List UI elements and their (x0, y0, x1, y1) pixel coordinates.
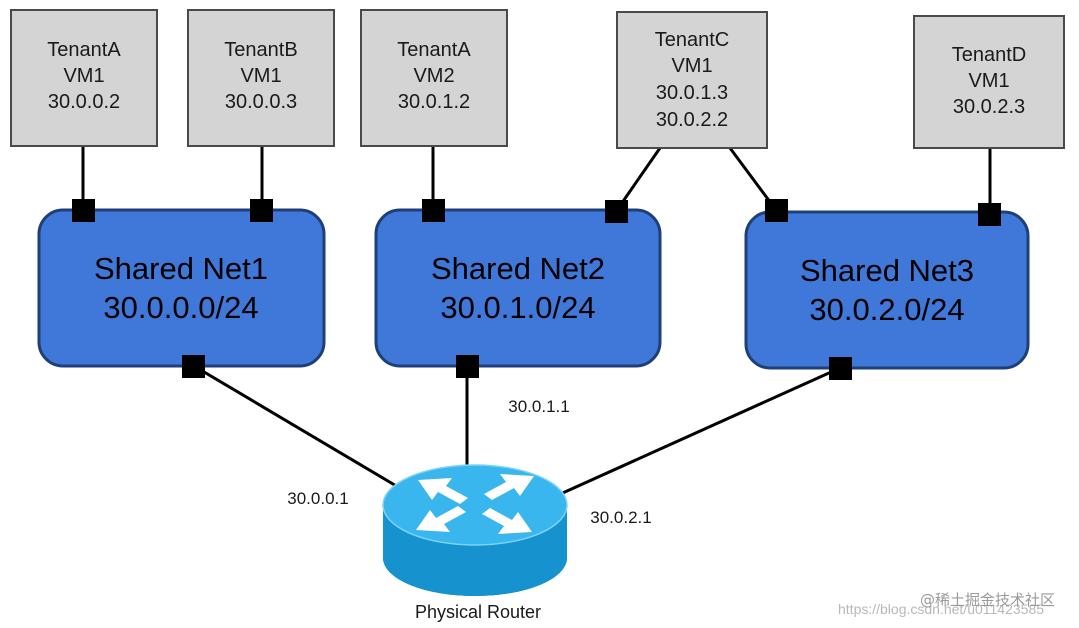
network-shared-net1: Shared Net1 30.0.0.0/24 (37, 208, 326, 368)
port-net1-vm-b1 (250, 199, 273, 222)
vm-boxes: TenantA VM1 30.0.0.2 TenantB VM1 30.0.0.… (10, 9, 1065, 149)
vm-label-line: TenantB (224, 39, 297, 61)
vm-box-tenanta-vm1: TenantA VM1 30.0.0.2 (10, 9, 158, 147)
port-net1-router (182, 355, 205, 378)
vm-box-tenantb-vm1: TenantB VM1 30.0.0.3 (187, 9, 335, 147)
port-net1-vm-a1 (72, 199, 95, 222)
router-interface-ip-net1: 30.0.0.1 (287, 489, 348, 508)
vm-ip-label: 30.0.1.3 (656, 82, 728, 104)
vm-ip-label: 30.0.0.2 (48, 91, 120, 113)
vm-label-line: VM1 (240, 65, 281, 87)
router-arrows-icon (416, 474, 534, 534)
network-cidr: 30.0.1.0/24 (440, 290, 595, 325)
vm-ip-label: 30.0.1.2 (398, 91, 470, 113)
link-net3-router (555, 366, 841, 498)
router-interface-ip-net3: 30.0.2.1 (590, 508, 651, 527)
network-shared-net2: Shared Net2 30.0.1.0/24 (374, 208, 662, 368)
port-net3-vm-d1 (978, 203, 1001, 226)
vm-box-tenanta-vm2: TenantA VM2 30.0.1.2 (360, 9, 508, 147)
port-net2-vm-c1 (605, 200, 628, 223)
vm-label-line: VM1 (968, 70, 1009, 92)
vm-label-line: VM2 (413, 65, 454, 87)
link-vm-tenantc-vm1-net2 (615, 147, 662, 211)
shared-networks: Shared Net1 30.0.0.0/24 Shared Net2 30.0… (37, 208, 1030, 370)
vm-label-line: VM1 (671, 55, 712, 77)
network-cidr: 30.0.0.0/24 (103, 290, 258, 325)
vm-box-tenantd-vm1: TenantD VM1 30.0.2.3 (913, 15, 1065, 149)
router-interface-ip-net2: 30.0.1.1 (508, 397, 569, 416)
port-net2-vm-a2 (422, 199, 445, 222)
router-label: Physical Router (415, 602, 541, 622)
link-net1-router (193, 364, 399, 489)
vm-label-line: TenantD (952, 44, 1027, 66)
network-shared-net3: Shared Net3 30.0.2.0/24 (744, 210, 1030, 370)
watermark-url: https://blog.csdn.net/u011423585 (838, 601, 1044, 617)
network-name: Shared Net1 (94, 251, 268, 286)
network-name: Shared Net2 (431, 251, 605, 286)
connections (81, 146, 992, 498)
vm-label-line: TenantC (655, 29, 730, 51)
port-net3-vm-c1 (765, 199, 788, 222)
vm-ip-label: 30.0.2.3 (953, 96, 1025, 118)
network-name: Shared Net3 (800, 253, 974, 288)
port-net3-router (829, 357, 852, 380)
vm-label-line: TenantA (397, 39, 471, 61)
vm-label-line: VM1 (63, 65, 104, 87)
vm-ip-label: 30.0.0.3 (225, 91, 297, 113)
vm-label-line: TenantA (47, 39, 121, 61)
network-cidr: 30.0.2.0/24 (809, 292, 964, 327)
watermark-brand: @稀土掘金技术社区 (920, 591, 1055, 609)
router-icon (382, 464, 568, 596)
vm-box-tenantc-vm1: TenantC VM1 30.0.1.3 30.0.2.2 (616, 11, 768, 149)
port-net2-router (456, 355, 479, 378)
vm-ip-label: 30.0.2.2 (656, 109, 728, 131)
ports (72, 199, 1001, 380)
